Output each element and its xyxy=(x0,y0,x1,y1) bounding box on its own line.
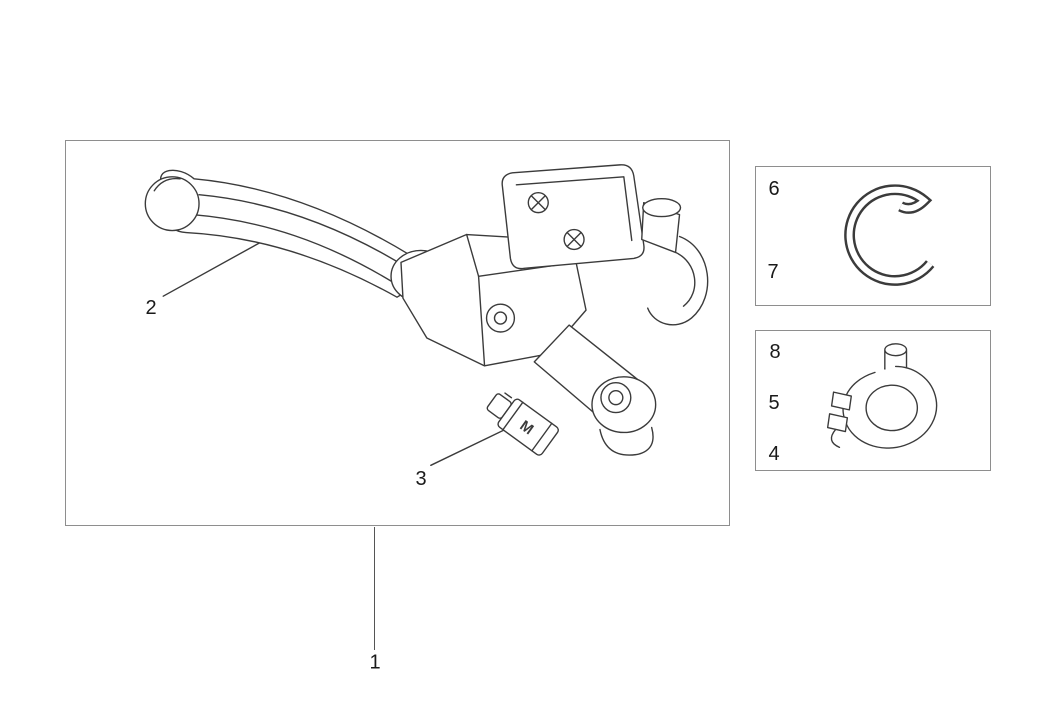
retaining-clip-drawing xyxy=(844,184,935,286)
callout-label-7: 7 xyxy=(767,261,779,283)
callout-1-leader-line xyxy=(374,527,375,650)
clamp-drawing xyxy=(826,343,938,449)
lever-ball-end xyxy=(144,176,200,232)
main-assembly-panel: M 2 3 xyxy=(65,140,730,526)
callout-label-5: 5 xyxy=(768,392,780,414)
handlebar-boss-drawing xyxy=(641,198,709,326)
retaining-clip-panel: 6 7 xyxy=(755,166,991,306)
master-cylinder-assembly-drawing: M xyxy=(144,164,709,467)
callout-label-1: 1 xyxy=(369,651,381,674)
callout-label-8: 8 xyxy=(769,341,781,363)
callout-3-leader-line xyxy=(430,424,515,467)
switch-connector-drawing: M xyxy=(486,392,559,456)
cylinder-outlet-drawing xyxy=(533,324,657,456)
clamp-panel: 8 5 4 xyxy=(755,330,991,471)
reservoir-drawing xyxy=(501,164,645,270)
callout-label-6: 6 xyxy=(768,178,780,200)
callout-label-2: 2 xyxy=(145,297,157,319)
callout-2-leader-line xyxy=(162,238,267,297)
brake-lever-drawing xyxy=(144,169,426,298)
callout-label-3: 3 xyxy=(415,468,427,490)
callout-label-4: 4 xyxy=(768,443,780,465)
